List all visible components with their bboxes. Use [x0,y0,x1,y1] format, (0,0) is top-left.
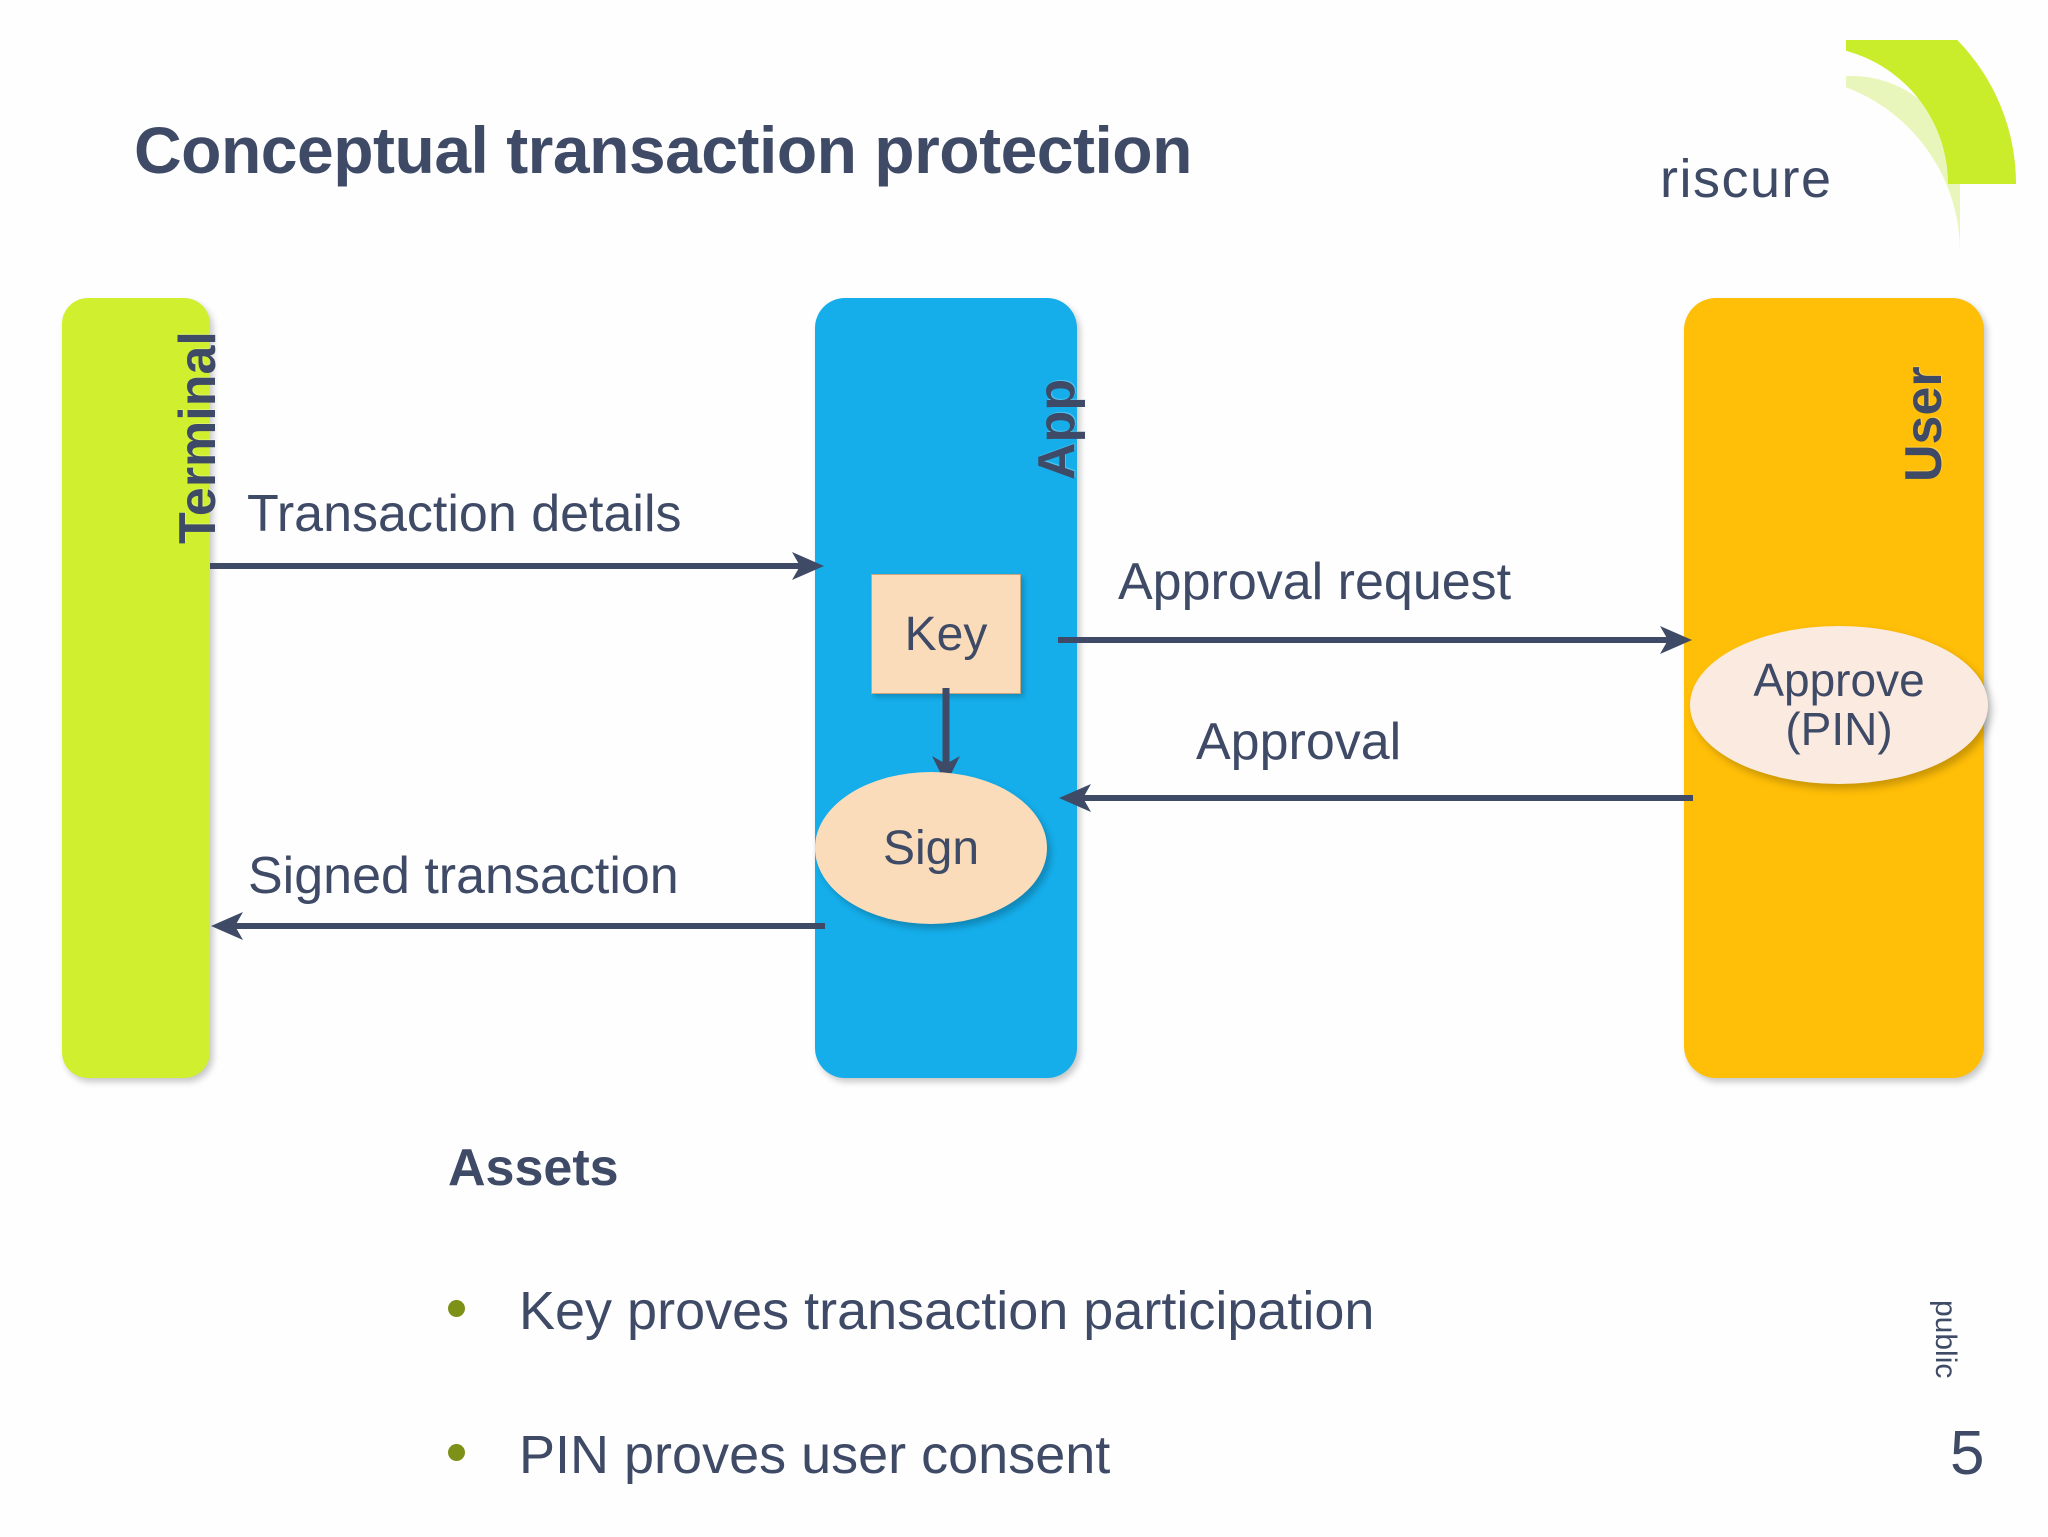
lane-user-label: User [1895,366,1953,482]
node-sign: Sign [815,772,1047,924]
arrow-key-to-sign [932,688,960,784]
arrow-transaction-details [210,552,824,580]
flow-label-signed-transaction: Signed transaction [248,847,679,905]
riscure-logo: riscure [1650,40,2016,252]
flow-label-transaction-details: Transaction details [247,485,682,543]
node-approve-label-line1: Approve [1753,654,1925,707]
logo-arc-icon [1846,40,2016,252]
classification-label: public [1929,1300,1962,1379]
page-title: Conceptual transaction protection [134,113,1192,187]
lane-app-label: App [1028,378,1086,480]
lane-terminal: Terminal [62,298,227,1078]
node-approve-pin: Approve (PIN) [1690,626,1988,784]
node-key-label: Key [904,607,988,661]
assets-heading: Assets [448,1139,619,1197]
arrow-signed-transaction [211,912,825,940]
page-number: 5 [1950,1419,1985,1488]
arrow-approval-request [1058,626,1692,654]
assets-item-text: Key proves transaction participation [519,1281,1375,1341]
flow-label-approval: Approval [1196,713,1402,771]
node-approve-label-line2: (PIN) [1785,703,1893,755]
logo-wordmark: riscure [1660,149,1833,209]
node-sign-label: Sign [882,821,980,875]
list-item: Key proves transaction participation [448,1280,1374,1342]
node-key: Key [871,574,1021,694]
assets-item-text: PIN proves user consent [519,1425,1111,1485]
bullet-dot-icon [448,1300,465,1317]
arrow-approval [1059,784,1693,812]
flow-label-approval-request: Approval request [1118,553,1512,611]
bullet-dot-icon [448,1444,465,1461]
list-item: PIN proves user consent [448,1424,1110,1486]
lane-terminal-label: Terminal [169,331,227,544]
